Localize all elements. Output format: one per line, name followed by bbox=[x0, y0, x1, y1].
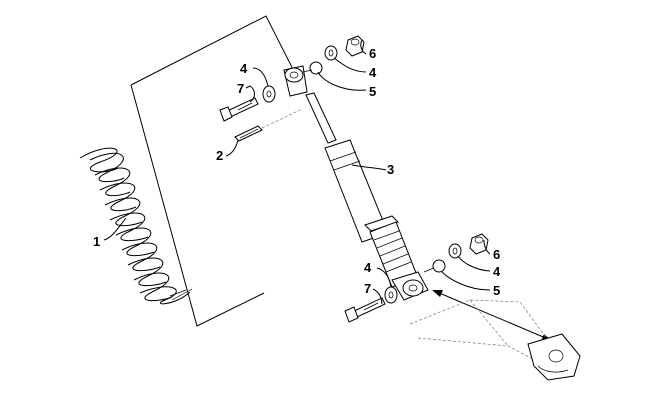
washer-top-right bbox=[324, 45, 338, 61]
shock-absorber bbox=[305, 92, 429, 301]
bushing-bottom bbox=[423, 259, 446, 273]
nut-bottom bbox=[469, 233, 489, 255]
callout-washer-bottom-left: 4 bbox=[364, 260, 372, 275]
callout-shock: 3 bbox=[387, 162, 394, 177]
callout-bushing-bottom: 5 bbox=[493, 283, 500, 298]
callout-bolt-bottom: 7 bbox=[364, 281, 371, 296]
callout-spring: 1 bbox=[93, 234, 100, 249]
washer-bottom-left bbox=[384, 286, 398, 304]
callout-nut-bottom: 6 bbox=[493, 247, 500, 262]
washer-top-left bbox=[262, 85, 276, 103]
a-arm-reference bbox=[409, 299, 581, 381]
shock-top-eye bbox=[283, 65, 308, 97]
callout-bushing-top: 5 bbox=[369, 84, 376, 99]
mount-arrow bbox=[432, 290, 552, 341]
leader-lines bbox=[103, 39, 491, 305]
spring-group-outline bbox=[130, 15, 304, 327]
coil-spring bbox=[79, 147, 193, 305]
callout-nut-top: 6 bbox=[369, 46, 376, 61]
callout-washer-top-right: 4 bbox=[369, 65, 377, 80]
callout-pin: 2 bbox=[216, 148, 223, 163]
callout-washer-bottom-right: 4 bbox=[493, 264, 501, 279]
nut-top bbox=[345, 35, 365, 57]
callout-washer-top-left: 4 bbox=[240, 61, 248, 76]
pin bbox=[234, 109, 301, 142]
bushing-top bbox=[302, 61, 323, 75]
bolt-top bbox=[219, 97, 259, 122]
washer-bottom-right bbox=[448, 243, 462, 259]
callout-bolt-top: 7 bbox=[237, 81, 244, 96]
bolt-bottom bbox=[344, 297, 386, 323]
